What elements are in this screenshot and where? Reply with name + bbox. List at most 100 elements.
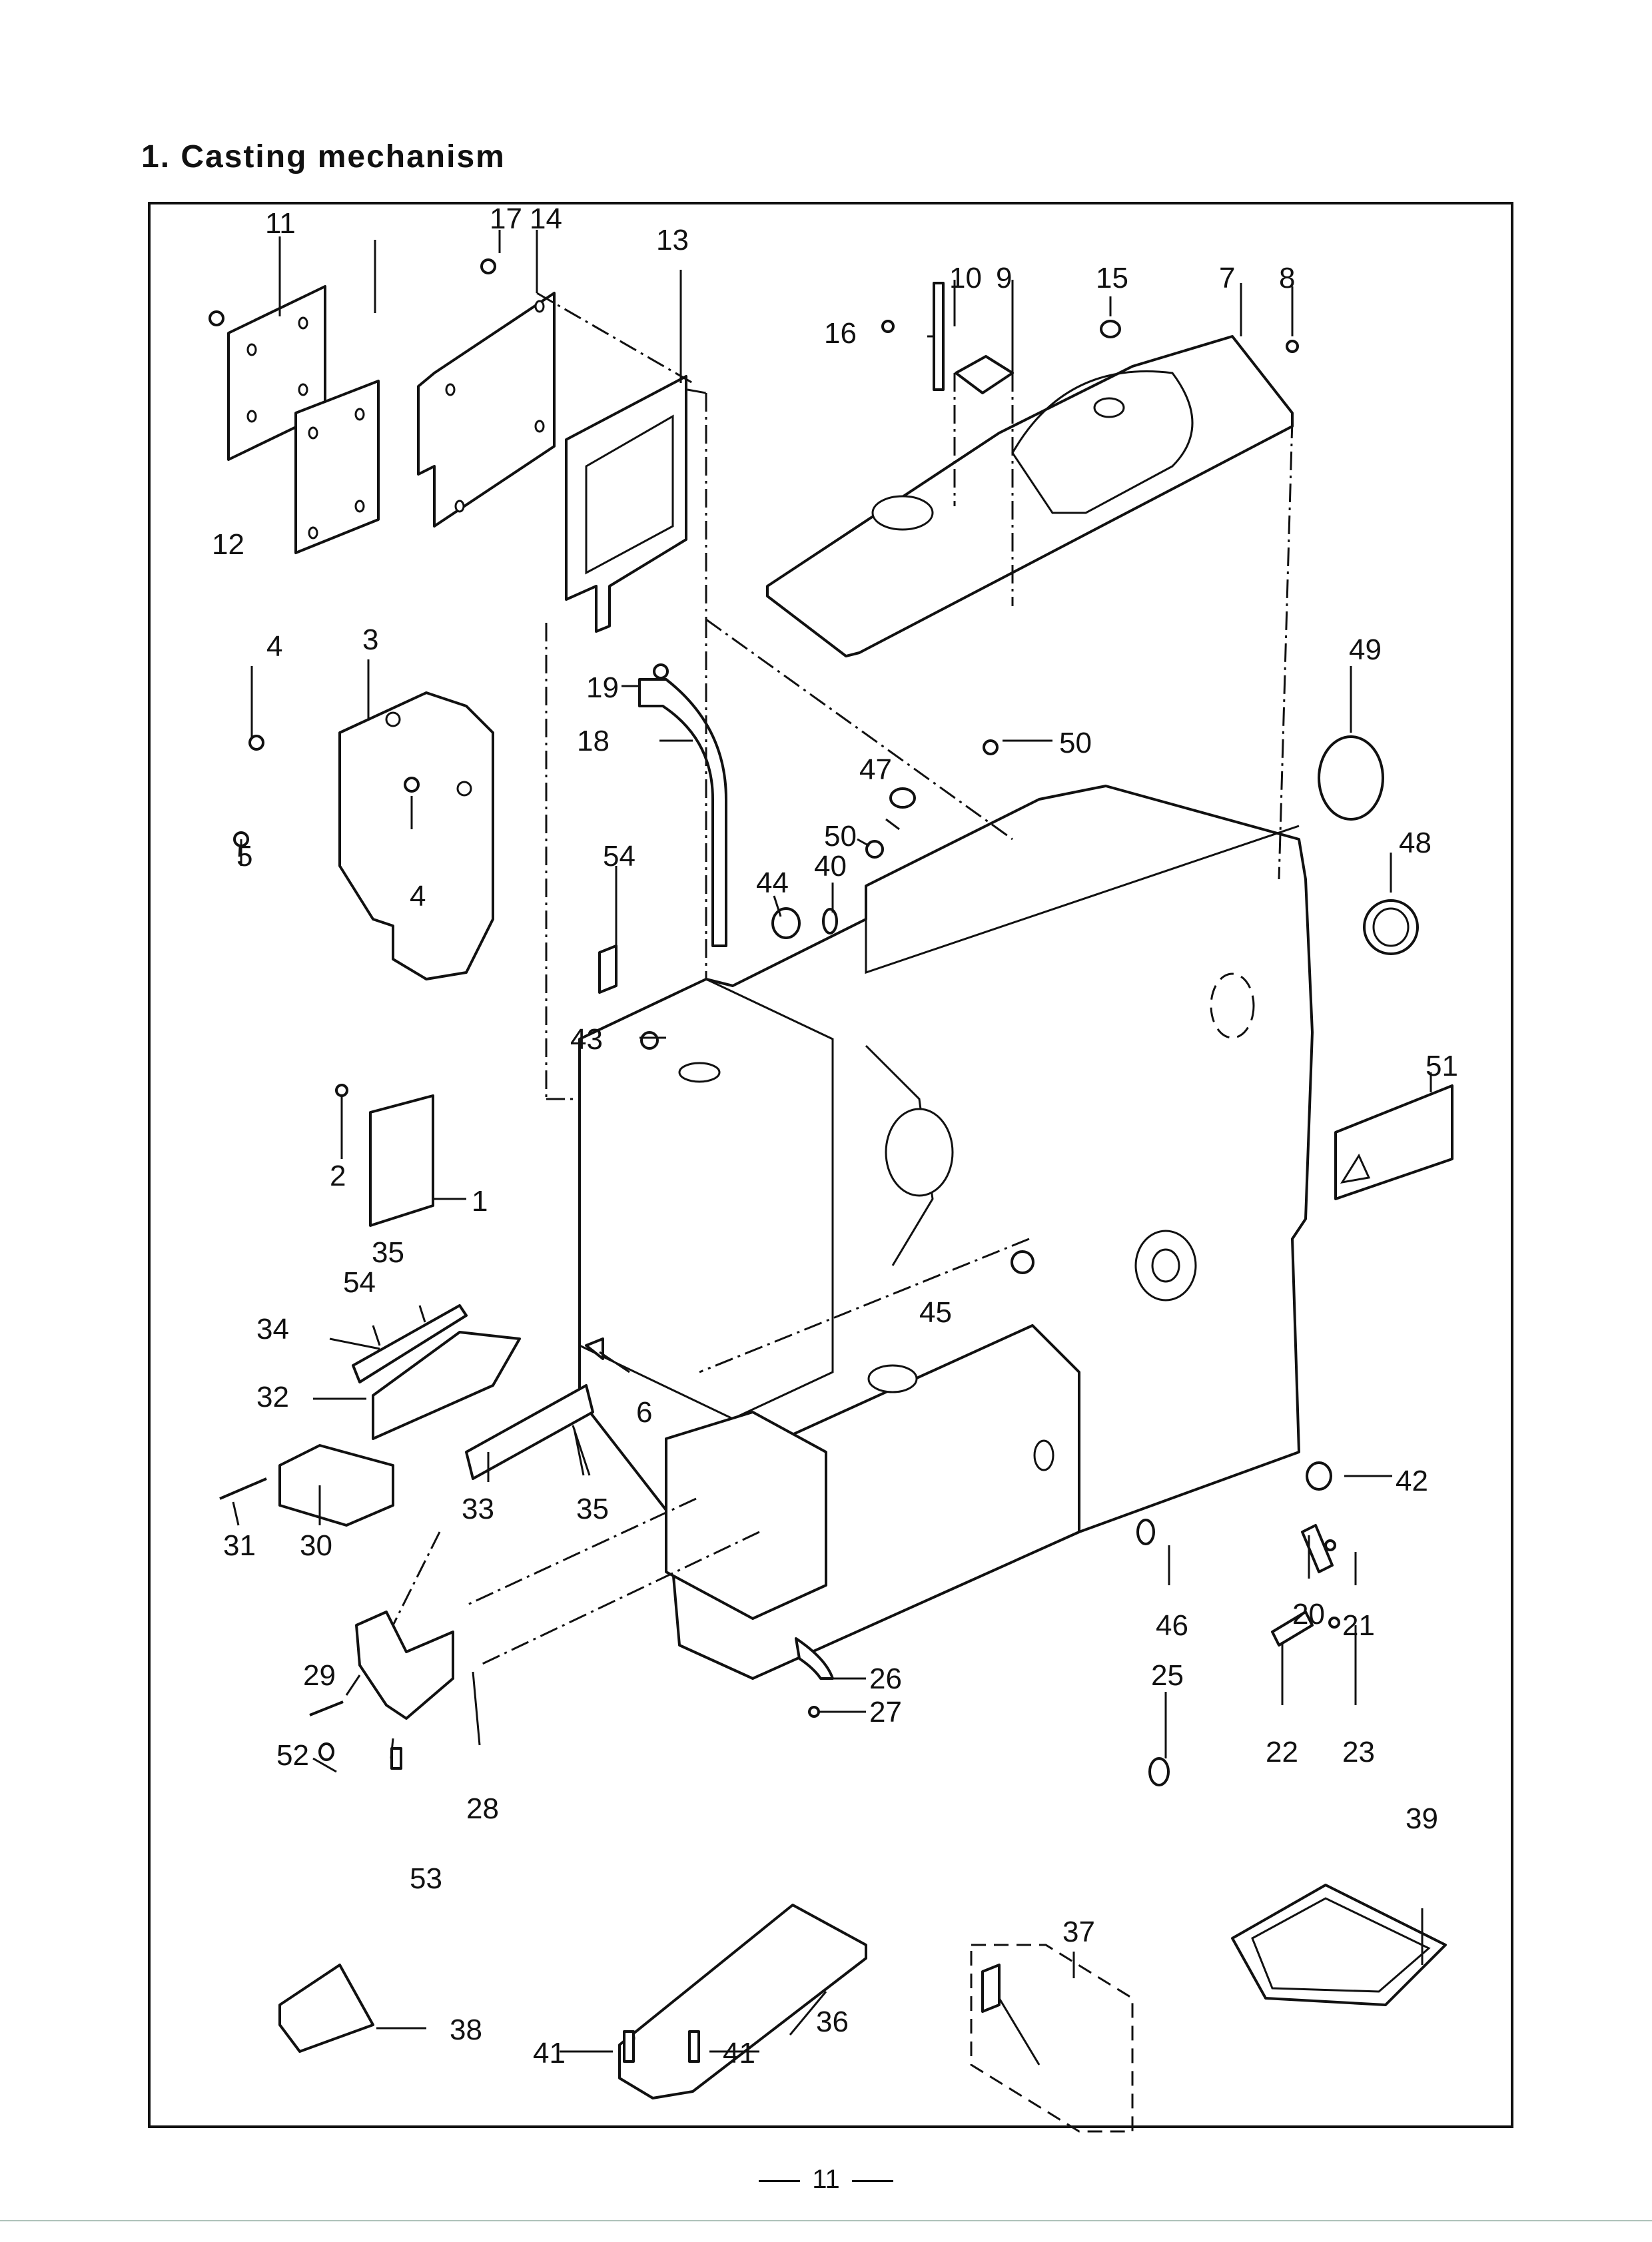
caution-triangle: [1340, 1153, 1371, 1184]
part-27-screw: [808, 1706, 820, 1718]
callout-label-c15: 15: [1096, 262, 1128, 294]
callout-label-c43: 43: [570, 1023, 603, 1056]
leader-line: [232, 1501, 240, 1526]
callout-label-c44: 44: [756, 867, 789, 899]
part-3-face-cover: [338, 691, 494, 980]
part-25-knob: [1148, 1757, 1170, 1786]
part-39-gasket: [1231, 1884, 1447, 2006]
part-15-cap: [1100, 320, 1121, 338]
part-44-bushing: [771, 907, 801, 939]
part-45-plug: [1011, 1250, 1034, 1274]
arm-side-window: [885, 1108, 954, 1197]
part-22-bracket: [1271, 1611, 1314, 1647]
part-32-plate: [372, 1331, 521, 1440]
part-34-blade: [352, 1304, 468, 1383]
part-42-grommet: [1306, 1461, 1332, 1491]
head-top-boss: [678, 1062, 721, 1083]
callout-label-c11: 11: [265, 207, 296, 240]
part-31-bolt: [219, 1477, 267, 1500]
leader-line: [329, 1337, 380, 1350]
plate-hole: [308, 526, 318, 540]
callout-label-c42: 42: [1396, 1465, 1428, 1497]
callout-label-c1: 1: [472, 1185, 488, 1218]
assembly-centerline: [1278, 419, 1294, 880]
leader-line: [573, 1428, 585, 1476]
callout-label-c40: 40: [814, 850, 847, 883]
callout-label-c32: 32: [256, 1381, 289, 1413]
plate-hole: [534, 420, 545, 433]
part-9-plate: [955, 355, 1014, 394]
callout-label-c16: 16: [824, 317, 857, 350]
callout-label-c34: 34: [256, 1313, 289, 1345]
bottom-scan-rule: [0, 2220, 1652, 2221]
part-41-screw: [623, 2030, 635, 2063]
assembly-centerline: [479, 1531, 760, 1667]
callout-label-c4b: 4: [410, 880, 426, 913]
parts-layer: [208, 258, 1453, 2133]
callout-label-c14: 14: [530, 202, 562, 235]
part-21-screw: [1324, 1539, 1336, 1551]
plate-hole: [298, 316, 308, 330]
callout-label-c6: 6: [636, 1396, 652, 1429]
part-29-bolt: [309, 1700, 344, 1716]
callout-label-c28: 28: [466, 1792, 499, 1825]
part-39-gasket-inner: [1251, 1897, 1431, 1993]
part-14-gasket-plate: [417, 292, 556, 528]
callout-label-c4a: 4: [266, 630, 282, 663]
part-40-oring: [822, 908, 838, 934]
assembly-centerline: [699, 1238, 1030, 1373]
screw-head: [208, 310, 224, 326]
plate-hole: [354, 500, 365, 513]
part-33-plate: [465, 1384, 594, 1480]
part-30-block: [278, 1444, 394, 1527]
part-4-screw: [404, 777, 420, 793]
callout-label-c33: 33: [462, 1493, 494, 1525]
callout-label-c52: 52: [276, 1739, 309, 1772]
callout-label-c25: 25: [1151, 1659, 1184, 1692]
callout-label-c12: 12: [212, 528, 244, 561]
top-cover-oil-hole: [1093, 397, 1125, 418]
arm-dashed-opening: [1210, 972, 1255, 1039]
top-cover-raised-plate: [1011, 370, 1194, 514]
part-50-plug: [983, 739, 999, 755]
section-title: 1. Casting mechanism: [141, 139, 506, 175]
top-cover-hole: [871, 495, 934, 531]
part-48-plug-inner: [1372, 907, 1410, 947]
callout-label-c23: 23: [1342, 1736, 1375, 1768]
part-53-spring: [390, 1747, 402, 1770]
leader-line: [773, 895, 782, 917]
callout-label-c39: 39: [1406, 1802, 1438, 1835]
callout-label-c9: 9: [996, 262, 1012, 294]
assembly-centerline: [705, 618, 1013, 841]
face-cover-hole: [456, 781, 472, 797]
leader-line: [418, 1305, 426, 1323]
page-number: 11: [812, 2165, 840, 2194]
part-37-plate: [981, 1964, 1001, 2013]
part-41-screw: [688, 2030, 700, 2063]
part-52-pin: [318, 1742, 334, 1761]
callout-label-c17: 17: [490, 202, 522, 235]
gasket-window: [585, 414, 674, 575]
callout-label-c49: 49: [1349, 633, 1382, 666]
assembly-centerline: [392, 1531, 441, 1626]
page-number-dash-left: [759, 2179, 801, 2182]
callout-label-c54b: 54: [343, 1266, 376, 1299]
bed-front-casting: [665, 1411, 827, 1620]
callout-label-c37: 37: [1062, 1916, 1095, 1948]
leader-line: [885, 818, 900, 831]
part-49-plug: [1318, 735, 1384, 821]
assembly-centerline: [466, 1497, 697, 1607]
leader-line: [857, 838, 870, 847]
callout-label-c47: 47: [859, 753, 892, 786]
callout-label-c3: 3: [362, 623, 378, 656]
plate-hole: [308, 426, 318, 440]
part-36-bottom-plate: [618, 1904, 867, 2099]
diagram-frame: [148, 202, 1513, 2128]
part-37-assembly-boundary: [970, 1944, 1134, 2133]
leader-lines-layer: [232, 230, 1432, 2053]
callout-label-c29: 29: [303, 1659, 336, 1692]
callout-label-c36: 36: [816, 2006, 849, 2038]
part-47-plug: [889, 787, 916, 809]
callout-label-c35a: 35: [372, 1236, 404, 1269]
